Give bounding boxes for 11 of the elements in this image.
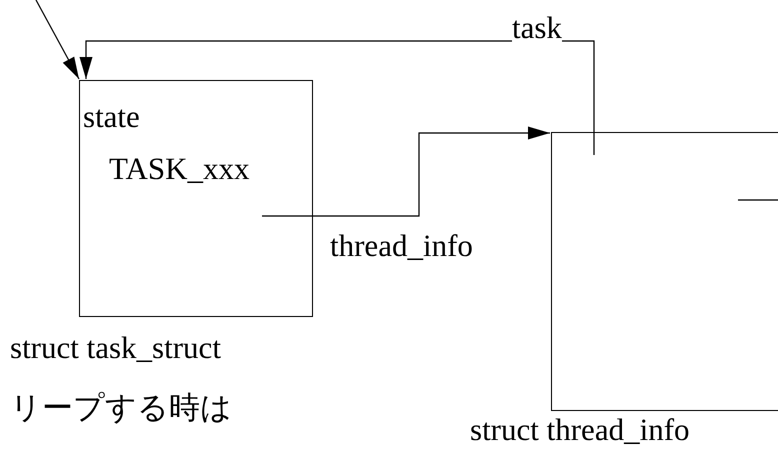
arrow — [262, 126, 550, 217]
note-text: リープする時は — [10, 392, 232, 423]
arrow — [35, 0, 80, 80]
box-caption: struct task_struct — [10, 332, 221, 363]
struct-box — [79, 80, 313, 317]
empty-box — [551, 132, 778, 411]
field-name: state — [83, 101, 140, 132]
field-value: TASK_xxx — [109, 153, 250, 184]
arrow — [80, 40, 595, 155]
box-caption: struct thread_info — [470, 414, 690, 445]
connector-line — [738, 199, 778, 201]
